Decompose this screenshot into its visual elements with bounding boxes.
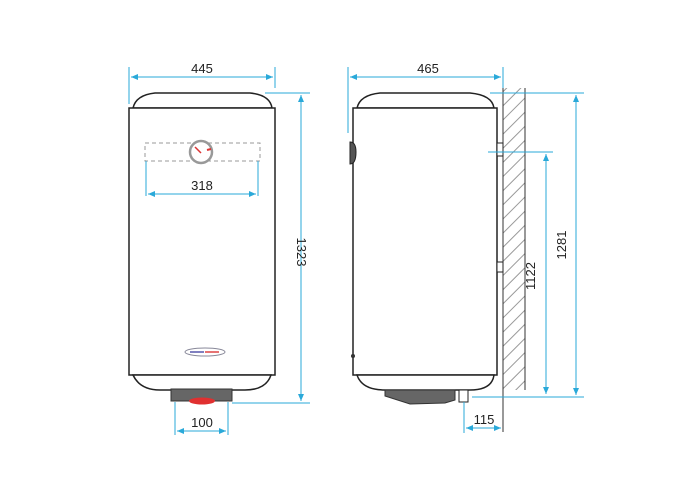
water-pipe [458, 389, 469, 403]
front-bottom-cap [131, 374, 273, 391]
dimension-width-label: 445 [191, 61, 213, 76]
dimension-pipe-offset-label: 115 [474, 412, 495, 427]
upper-bracket [496, 142, 504, 157]
side-body [352, 107, 498, 376]
side-top-cap [356, 92, 495, 109]
dimension-flange-label: 100 [191, 415, 213, 430]
wall [503, 88, 525, 390]
lower-bracket [496, 261, 504, 273]
dimension-depth-label: 465 [417, 61, 439, 76]
dimension-total-label: 1281 [554, 231, 569, 260]
thermostat-knob-icon [349, 141, 357, 165]
dimension-panel-label: 318 [191, 178, 213, 193]
dimension-bracket-label: 1122 [523, 262, 538, 290]
heater-element-icon [189, 397, 215, 405]
brand-logo [184, 347, 226, 357]
side-base [384, 389, 456, 405]
thermometer-gauge-icon [188, 139, 214, 165]
side-indicator [351, 354, 355, 358]
front-top-cap [132, 92, 273, 109]
side-bottom-cap [355, 374, 495, 391]
side-view: 465 1122 1281 115 [347, 61, 584, 433]
front-view: 445 318 1323 100 [128, 61, 310, 435]
dimension-height-label: 1323 [294, 238, 309, 267]
